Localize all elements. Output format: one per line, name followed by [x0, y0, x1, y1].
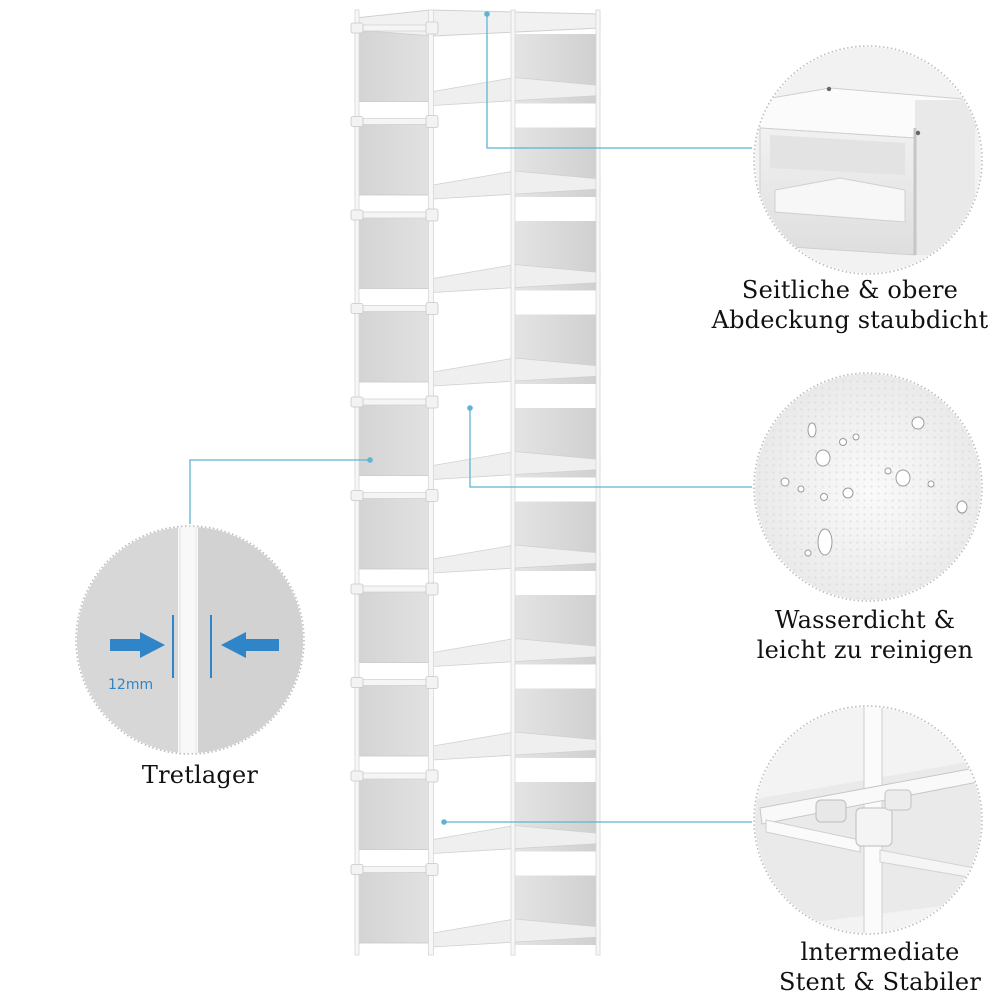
caption-bottom-bracket: Tretlager	[100, 760, 300, 790]
leader-line-bottom-bracket	[189, 459, 370, 524]
measure-right-arrow-icon	[221, 632, 279, 658]
rack-tube	[351, 305, 437, 312]
caption-waterproof-line2: leicht zu reinigen	[756, 636, 974, 664]
rack-tube	[351, 585, 437, 593]
rack-tube	[351, 398, 437, 406]
rack-joint	[350, 490, 364, 501]
rack-joint	[425, 21, 439, 35]
rack-side-panel	[354, 684, 434, 757]
rack-tube	[351, 492, 437, 499]
rack-joint	[350, 22, 364, 34]
rack-tube	[351, 772, 437, 780]
rack-tube	[351, 866, 437, 873]
rack-side-panel	[354, 871, 434, 944]
caption-waterproof: Wasserdicht & leicht zu reinigen	[730, 605, 1000, 665]
rack-side-panel	[354, 123, 434, 196]
caption-dust-cover-line2: Abdeckung staubdicht	[711, 306, 989, 334]
rack-joint	[350, 396, 364, 408]
rack-side-panel	[354, 497, 434, 570]
leader-line-dust	[486, 14, 752, 149]
rack-top-cover	[354, 9, 601, 37]
caption-dust-cover-line1: Seitliche & obere	[741, 276, 959, 304]
rack-joint	[350, 677, 364, 688]
rack-joint	[425, 395, 439, 409]
rack-pole	[595, 9, 601, 956]
caption-waterproof-line1: Wasserdicht &	[774, 606, 956, 634]
rack-joint	[425, 208, 439, 222]
zoom-bottom-bracket	[75, 525, 305, 755]
zoom-dust-cover	[753, 45, 983, 275]
rack-joint	[425, 489, 439, 502]
rack-joint	[350, 583, 364, 595]
caption-bottom-bracket-text: Tretlager	[141, 761, 259, 789]
rack-side-panel	[354, 29, 434, 102]
rack-joint	[350, 303, 364, 314]
rack-joint	[350, 209, 364, 221]
zoom-intermediate-stent	[753, 705, 983, 935]
rack-tube	[351, 679, 437, 686]
rack-joint	[350, 770, 364, 782]
rack-joint	[425, 582, 439, 596]
rack-joint	[425, 769, 439, 783]
rack-pole	[354, 9, 360, 956]
rack-pole	[428, 9, 434, 956]
shoe-rack	[350, 9, 601, 956]
rack-side-panel	[354, 590, 434, 663]
rack-side-panel	[354, 403, 434, 476]
rack-side-panel	[354, 310, 434, 383]
measurement-label: 12mm	[108, 677, 154, 693]
leader-lines	[189, 14, 752, 823]
rack-tube	[351, 211, 437, 219]
caption-dust-cover: Seitliche & obere Abdeckung staubdicht	[700, 275, 1000, 335]
rack-joint	[425, 676, 439, 689]
caption-stent: lntermediate Stent & Stabiler	[760, 937, 1000, 997]
caption-stent-line2: Stent & Stabiler	[779, 968, 981, 996]
rack-joint	[350, 864, 364, 875]
leader-dots	[367, 11, 490, 825]
leader-line-water	[469, 408, 752, 488]
rack-pole	[510, 9, 516, 956]
rack-side-panel	[354, 216, 434, 289]
rack-tube	[351, 24, 437, 32]
zoom-waterproof-fabric	[753, 372, 983, 602]
rack-tube	[351, 118, 437, 125]
measure-left-arrow-icon	[110, 632, 165, 658]
rack-joint	[350, 116, 364, 127]
rack-joint	[425, 302, 439, 315]
rack-side-panel	[354, 777, 434, 850]
rack-joint	[425, 115, 439, 128]
caption-stent-line1: lntermediate	[800, 938, 960, 966]
rack-joint	[425, 863, 439, 876]
